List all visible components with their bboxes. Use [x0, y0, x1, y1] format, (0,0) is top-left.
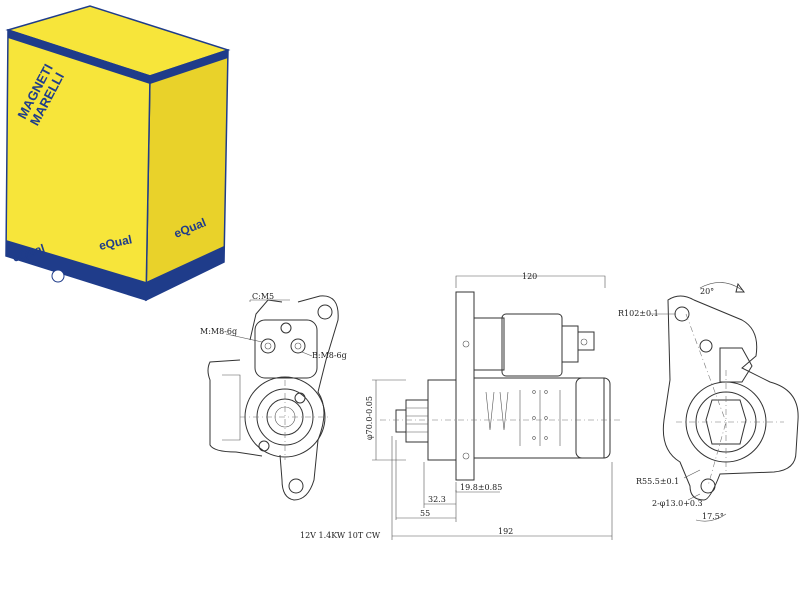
label-m-m8: M:M8-6g — [200, 327, 237, 336]
equal-logo-2: eQual — [98, 232, 134, 253]
dim-17-5deg: 17.5° — [702, 512, 724, 521]
dim-r55: R55.5±0.1 — [636, 477, 679, 486]
dim-192: 192 — [498, 527, 513, 536]
label-c-m5: C:M5 — [252, 292, 274, 301]
dim-2-phi13: 2-φ13.0+0.3 — [652, 499, 703, 508]
drawing-middle-view: 120 φ70.0-0.05 19.8±0.85 32.3 55 192 — [365, 272, 620, 540]
dim-r102: R102±0.1 — [618, 309, 659, 318]
dim-phi70: φ70.0-0.05 — [365, 396, 374, 440]
dim-32-3: 32.3 — [428, 495, 446, 504]
product-box: MAGNETI MARELLI eQual eQual eQual — [5, 5, 231, 302]
drawing-right-view: 20° R102±0.1 R55.5±0.1 2-φ13.0+0.3 17.5° — [618, 282, 799, 522]
dim-55: 55 — [420, 509, 430, 518]
dim-20deg: 20° — [700, 287, 714, 296]
drawing-left-view: C:M5 M:M8-6g B:M8-6g 12V 1.4KW 10T CW — [200, 292, 381, 540]
label-b-m8: B:M8-6g — [312, 351, 347, 360]
spec-text: 12V 1.4KW 10T CW — [300, 531, 381, 540]
dim-19-8: 19.8±0.85 — [460, 483, 502, 492]
dim-120: 120 — [522, 272, 537, 281]
